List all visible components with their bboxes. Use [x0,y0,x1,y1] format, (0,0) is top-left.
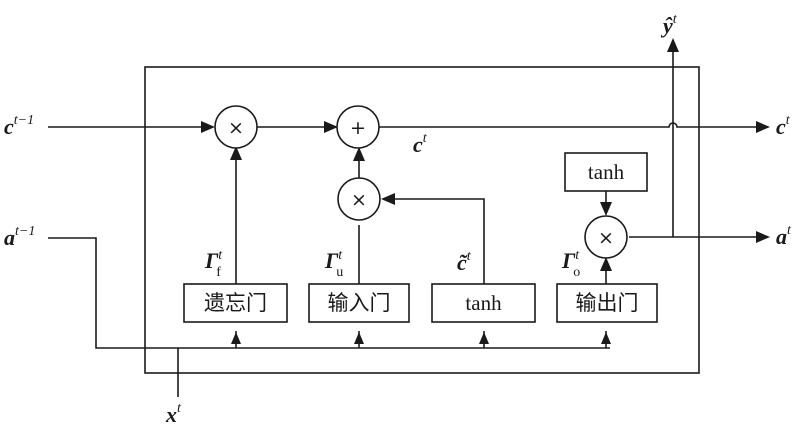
a-out-label: at [776,223,792,249]
forget-gate-box: 遗忘门 [183,283,288,323]
add-node: + [336,105,380,149]
multiply-symbol: × [598,227,614,249]
arrowhead [667,38,679,52]
c-out-label: ct [776,113,791,139]
output-gate-label: 输出门 [576,291,639,315]
update-gate-box: 输入门 [308,283,410,323]
update-gate-label: 输入门 [328,291,391,315]
arrowhead [353,147,365,161]
c-tilde-label: c̃t [457,249,472,275]
add-symbol: + [350,117,366,139]
arrowhead [756,121,770,133]
arrowhead [354,332,364,344]
x-input-label: xt [165,401,182,427]
wire-candidate-up [389,198,485,284]
multiply-symbol: × [228,117,244,139]
update-multiply-node: × [337,177,381,221]
arrowhead [600,257,612,271]
arrowhead [381,193,395,205]
wire-a-prev [48,237,610,349]
forget-gate-label: 遗忘门 [204,291,267,315]
wire-c-out [377,122,760,128]
arrowhead [479,332,489,344]
forget-multiply-node: × [214,105,258,149]
c-prev-label: ct−1 [4,113,34,139]
arrowhead [600,202,612,216]
output-tanh-label: tanh [588,160,625,184]
arrowhead [230,146,242,160]
c-inner-label: ct [413,131,428,157]
candidate-tanh-label: tanh [465,291,502,315]
y-hat-label: ŷt [660,12,678,38]
output-multiply-node: × [584,215,628,259]
multiply-symbol: × [351,189,367,211]
arrowhead [756,231,770,243]
cell-boundary [144,66,700,374]
candidate-tanh-box: tanh [431,283,536,323]
arrowhead [201,121,215,133]
output-gate-box: 输出门 [556,283,658,323]
arrowhead [601,332,611,344]
a-prev-label: at−1 [4,224,35,250]
arrowhead [231,332,241,344]
output-tanh-box: tanh [564,152,648,192]
arrowhead [324,121,338,133]
